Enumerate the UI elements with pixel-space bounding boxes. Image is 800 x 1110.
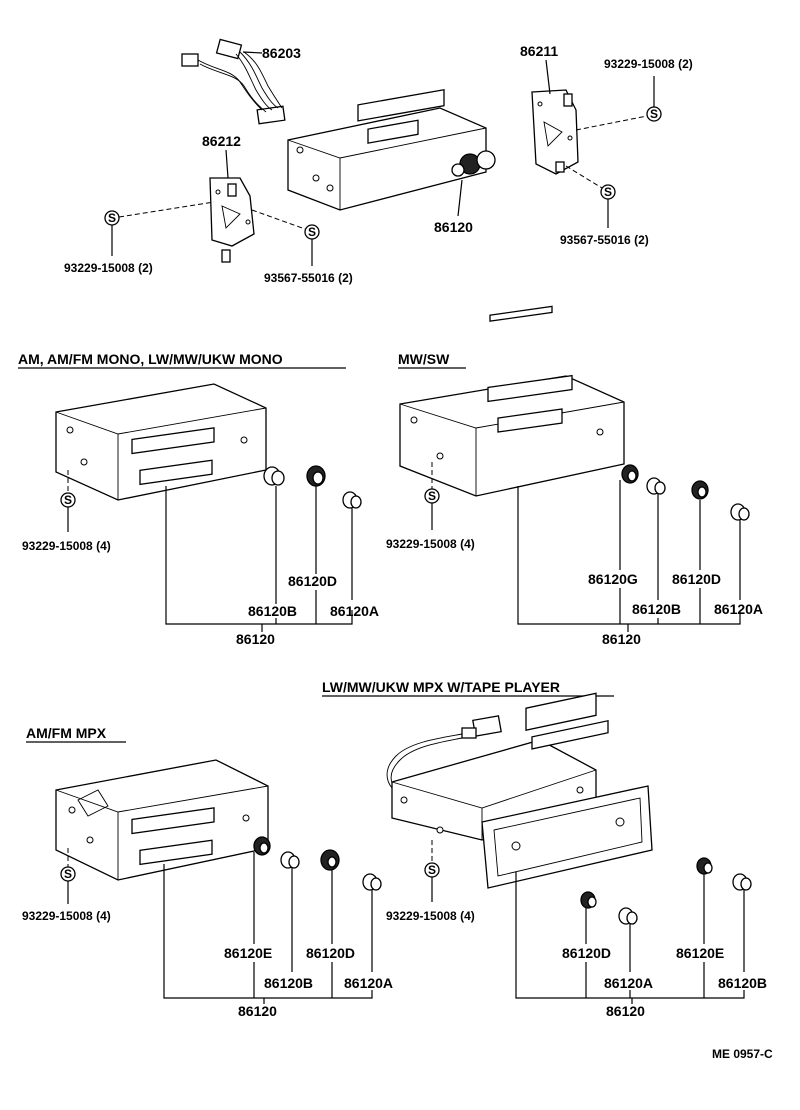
knob-d-s3 xyxy=(320,849,340,871)
knob-a-s1 xyxy=(342,491,362,509)
screw-left-label: 93229-15008 (2) xyxy=(64,261,153,275)
knob-a-s3 xyxy=(362,873,382,891)
knob-a-s1-label: 86120A xyxy=(330,603,379,619)
main-s4-label: 86120 xyxy=(606,1003,645,1019)
knob-e-s4 xyxy=(696,857,713,875)
knob-e-s3-label: 86120E xyxy=(224,945,272,961)
radio-unit-s1 xyxy=(55,383,267,501)
screw-symbol-right-text: S xyxy=(650,107,658,121)
knob-a-s4 xyxy=(618,907,638,925)
knob-e-s4-label: 86120E xyxy=(676,945,724,961)
knob-a-s4-label: 86120A xyxy=(604,975,653,991)
header-amfm-mpx: AM/FM MPX xyxy=(26,725,107,741)
radio-unit-top xyxy=(287,88,496,211)
knob-d-s2-label: 86120D xyxy=(672,571,721,587)
knob-d-s2 xyxy=(691,480,709,500)
knob-b-s1 xyxy=(263,466,285,486)
knob-g-s2-label: 86120G xyxy=(588,571,638,587)
knob-d-s1 xyxy=(306,465,326,487)
knob-b-s2-label: 86120B xyxy=(632,601,681,617)
bracket-left xyxy=(209,177,255,263)
knob-b-s2 xyxy=(646,477,666,495)
knob-a-s2-label: 86120A xyxy=(714,601,763,617)
knob-e-s3 xyxy=(253,836,271,856)
knob-d-s1-label: 86120D xyxy=(288,573,337,589)
main-s1-label: 86120 xyxy=(236,631,275,647)
screw-s1-label: 93229-15008 (4) xyxy=(22,539,111,553)
section-lw-mpx-tape: S 93229-15008 (4) 86120D 86120E 86120A 8… xyxy=(386,692,767,1019)
screw-s2-label: 93229-15008 (4) xyxy=(386,537,475,551)
main-s2-label: 86120 xyxy=(602,631,641,647)
header-am-mono: AM, AM/FM MONO, LW/MW/UKW MONO xyxy=(18,351,283,367)
screw-symbol-s3-text: S xyxy=(64,867,72,881)
knob-d-s3-label: 86120D xyxy=(306,945,355,961)
knob-g-s2 xyxy=(621,464,639,484)
screw-right-label: 93229-15008 (2) xyxy=(604,57,693,71)
section-amfm-mpx: S 93229-15008 (4) 86120E 86120D 86120B 8… xyxy=(22,759,393,1019)
knob-a-s2 xyxy=(730,503,750,521)
nut-left-label: 93567-55016 (2) xyxy=(264,271,353,285)
nut-symbol-left-text: S xyxy=(308,225,316,239)
screw-symbol-s2-text: S xyxy=(428,489,436,503)
radio-unit-s2 xyxy=(399,305,625,497)
screw-s3-label: 93229-15008 (4) xyxy=(22,909,111,923)
top-assembly: 86203 86120 86212 xyxy=(64,38,693,285)
screw-symbol-s4-text: S xyxy=(428,863,436,877)
header-lw-mpx-tape: LW/MW/UKW MPX W/TAPE PLAYER xyxy=(322,679,560,695)
diagram-code: ME 0957-C xyxy=(712,1047,773,1061)
bracket-left-label: 86212 xyxy=(202,133,241,149)
radio-top-label: 86120 xyxy=(434,219,473,235)
knob-b-s4 xyxy=(732,873,752,891)
wire-harness-label: 86203 xyxy=(262,45,301,61)
screw-symbol-left-text: S xyxy=(108,211,116,225)
main-s3-label: 86120 xyxy=(238,1003,277,1019)
bracket-right-label: 86211 xyxy=(520,43,558,59)
knob-b-s3-label: 86120B xyxy=(264,975,313,991)
section-am-mono: S 93229-15008 (4) 86120D 86120B 86120A 8… xyxy=(22,383,379,647)
header-mwsw: MW/SW xyxy=(398,351,450,367)
knob-a-s3-label: 86120A xyxy=(344,975,393,991)
screw-s4-label: 93229-15008 (4) xyxy=(386,909,475,923)
knob-d-s4-label: 86120D xyxy=(562,945,611,961)
knob-b-s4-label: 86120B xyxy=(718,975,767,991)
nut-right-label: 93567-55016 (2) xyxy=(560,233,649,247)
wire-harness xyxy=(181,38,286,125)
knob-b-s1-label: 86120B xyxy=(248,603,297,619)
screw-symbol-s1-text: S xyxy=(64,493,72,507)
section-mwsw: S 93229-15008 (4) 86120G 86120D 86120B 8… xyxy=(386,305,763,647)
radio-unit-s3 xyxy=(55,759,269,881)
tape-connector xyxy=(386,715,502,791)
knob-b-s3 xyxy=(280,851,300,869)
nut-symbol-right-text: S xyxy=(604,185,612,199)
knob-d-s4 xyxy=(580,891,597,909)
radio-unit-s4 xyxy=(391,692,653,889)
bracket-right xyxy=(531,89,579,175)
